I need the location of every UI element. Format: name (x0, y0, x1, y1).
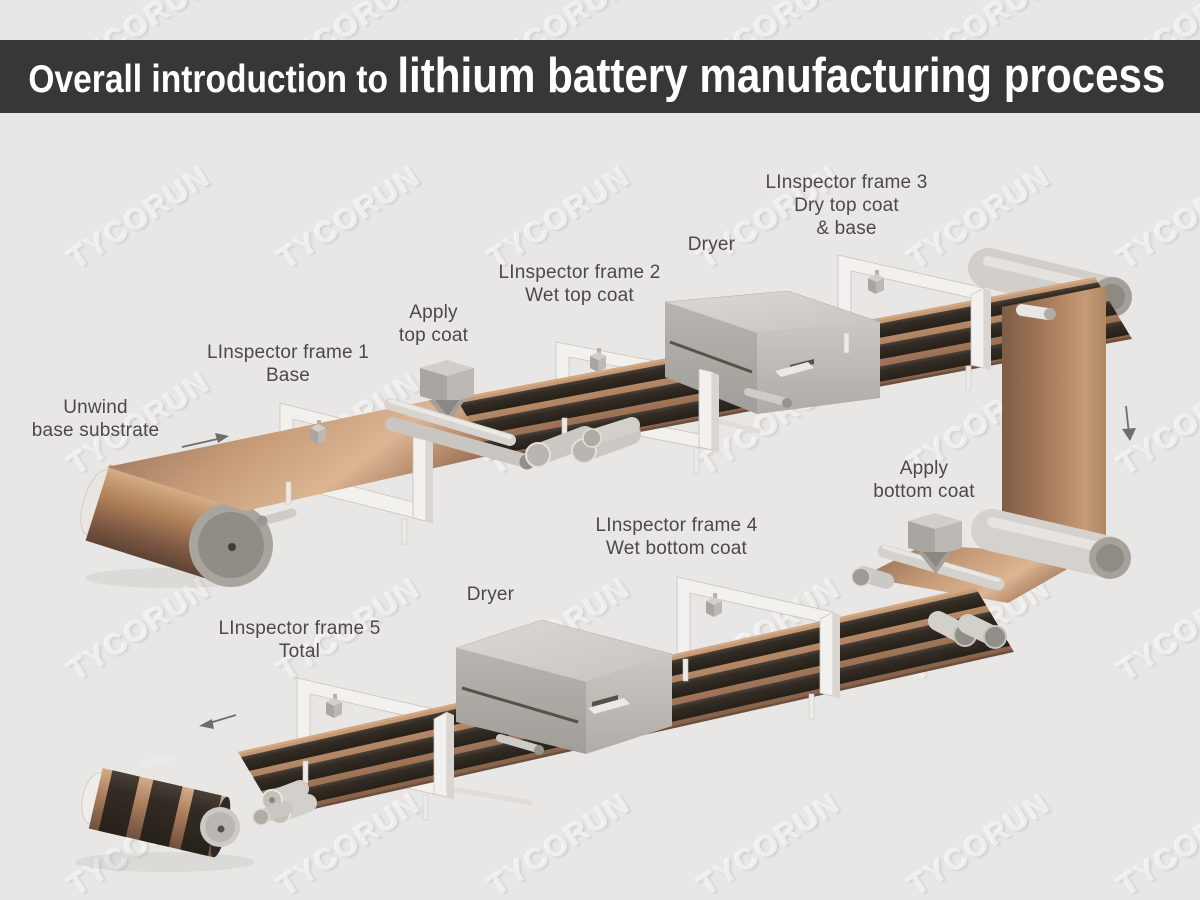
flow-arrow-left-icon (199, 714, 237, 729)
unwind-roll (80, 464, 273, 587)
inspector-frame-4-front (682, 593, 840, 720)
page-title: Overall introduction to lithium battery … (0, 40, 1165, 113)
inspector-frame-5-front (302, 694, 454, 821)
inspection-sensor (326, 694, 342, 718)
label-inspector-frame-3: LInspector frame 3 Dry top coat & base (765, 172, 928, 239)
guide-rollers-bottom (928, 611, 1007, 649)
label-inspector-frame-4: LInspector frame 4 Wet bottom coat (595, 515, 758, 559)
inspection-sensor (868, 270, 884, 294)
title-banner: Overall introduction to lithium battery … (0, 40, 1200, 113)
page-title-emphasis: lithium battery manufacturing process (397, 49, 1166, 103)
label-dryer-top: Dryer (687, 234, 736, 255)
label-apply-bottom-coat: Apply bottom coat (873, 458, 975, 502)
flow-arrow-down-icon (1122, 405, 1136, 441)
label-unwind: Unwind base substrate (31, 397, 160, 441)
inspector-frame-2-front (561, 348, 719, 475)
inspection-sensor (590, 348, 606, 372)
label-apply-top-coat: Apply top coat (398, 302, 469, 346)
label-inspector-frame-5: LInspector frame 5 Total (218, 618, 381, 662)
top-coat-applicator (384, 360, 641, 470)
curtain-guide-tab (1016, 304, 1056, 320)
bottom-coat-applicator (851, 513, 1007, 649)
label-dryer-bottom: Dryer (466, 584, 515, 605)
inspection-sensor (706, 593, 722, 617)
rewind-guide-rollers (252, 780, 317, 826)
dryer-bottom-box (454, 619, 674, 755)
web-curtain (1002, 286, 1106, 570)
turn-roller-bottom (971, 509, 1131, 579)
label-inspector-frame-1: LInspector frame 1 Base (206, 342, 369, 386)
label-inspector-frame-2: LInspector frame 2 Wet top coat (498, 262, 661, 306)
inspector-frame-1-front (256, 420, 433, 545)
flow-arrow-right-icon (181, 433, 229, 448)
rewind-roll (81, 753, 317, 858)
inspector-frame-3-front (843, 270, 991, 391)
inspection-sensor (310, 420, 326, 444)
guide-rollers-top (525, 417, 641, 468)
page-title-prefix: Overall introduction to (28, 58, 398, 101)
